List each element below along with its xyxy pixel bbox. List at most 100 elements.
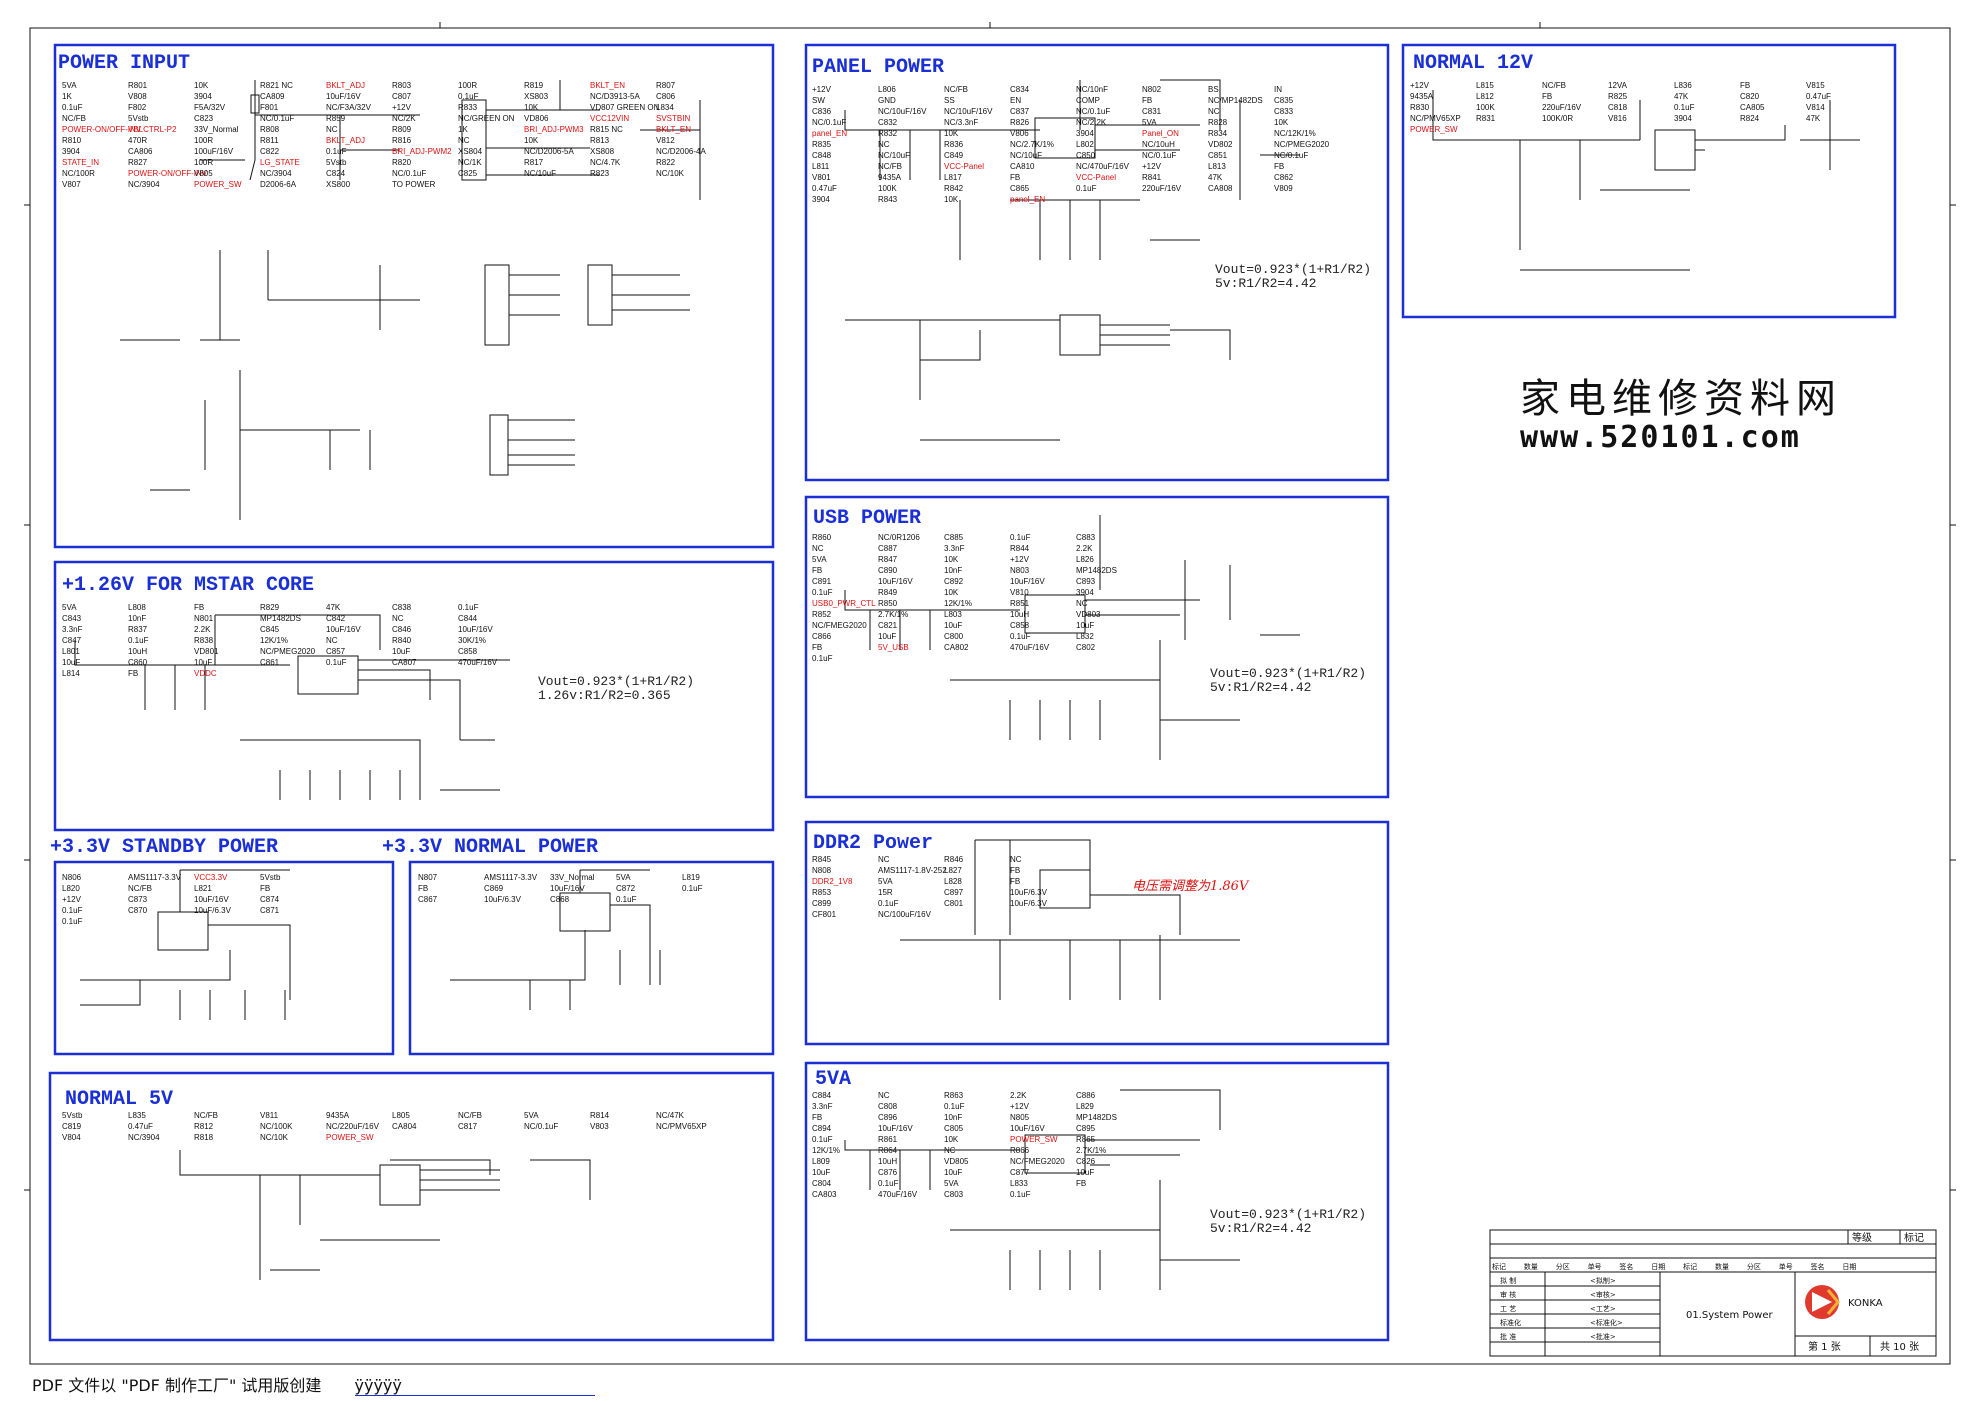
component-label: C887 [878,544,898,553]
component-label: F801 [260,103,279,112]
component-label: R810 [62,136,82,145]
component-label: NC/0.1uF [1274,151,1308,160]
tb-sheet-total: 共 10 张 [1880,1341,1919,1353]
component-label: C874 [260,895,280,904]
component-label: L821 [194,884,212,893]
component-label: NC/100R [62,169,95,178]
component-label: 5VA [62,603,77,612]
component-label: C821 [878,621,898,630]
circuit-normal-33 [450,869,661,1010]
ddr2-voltage-note: 电压需调整为1.86V [1132,879,1250,894]
component-label: 0.1uF [326,658,347,667]
component-label: FB [1542,92,1552,101]
component-label: CA808 [1208,184,1233,193]
component-label: 0.1uF [1010,1190,1031,1199]
component-label: NC/0R1206 [878,533,920,542]
component-label: 10uF/16V [194,895,229,904]
component-label: 30K/1% [458,636,486,645]
component-label: SW [812,96,825,105]
component-label: 0.1uF [616,895,637,904]
component-label: R814 [590,1111,610,1120]
component-label: R832 [878,129,898,138]
component-label: R803 [392,81,412,90]
title-block-roles: 拟 制<拟制>审 核<审核>工 艺<工艺>标准化<标准化>批 准<批准> [1500,1276,1623,1341]
component-label: 0.1uF [1010,632,1031,641]
component-label: 5Vstb [326,158,347,167]
component-label: 0.1uF [62,906,83,915]
tb-company: KONKA [1848,1298,1883,1309]
component-label: R865 [1076,1135,1096,1144]
component-label: R845 [812,855,832,864]
component-label: 10nF [944,1113,962,1122]
component-label: FB [812,566,822,575]
component-label: 3.3nF [944,544,965,553]
component-label: R850 [878,599,898,608]
component-label: C857 [326,647,346,656]
component-label: NC/F3A/32V [326,103,372,112]
component-label: C883 [1076,533,1096,542]
component-label: POWER_SW [326,1133,374,1142]
component-label: Panel_ON [1142,129,1179,138]
component-label: 10uF [878,632,896,641]
component-label: CA802 [944,643,969,652]
component-label: 0.47uF [812,184,837,193]
component-label: 470uF/16V [458,658,498,667]
component-label: IN [1274,85,1282,94]
tb-role-value: <拟制> [1590,1276,1616,1285]
component-label: C807 [392,92,412,101]
component-label: C820 [1740,92,1760,101]
component-label: NC/10uH [1142,140,1175,149]
component-label: C850 [1076,151,1096,160]
component-label: C818 [1608,103,1628,112]
component-label: 2.2K [1076,544,1093,553]
component-label: C877 [1010,1168,1030,1177]
component-label: NC/3904 [128,180,160,189]
component-label: 0.1uF [1010,533,1031,542]
component-label: 10uF [1076,1168,1094,1177]
component-label: V812 [656,136,675,145]
component-label: 0.47uF [1806,92,1831,101]
component-label: POWER_SW [1010,1135,1058,1144]
tb-role-value: <标准化> [1590,1318,1623,1327]
component-label: NC/100uF/16V [878,910,932,919]
component-label: NC [878,855,890,864]
tb-role-value: <批准> [1590,1332,1616,1341]
component-label: C806 [656,92,676,101]
component-label: R821 NC [260,81,293,90]
component-label: V808 [128,92,147,101]
circuit-panel-power [844,79,1300,441]
component-label: V806 [1010,129,1029,138]
component-label: VD807 GREEN ON [590,103,660,112]
normal-12v-title: NORMAL 12V [1413,52,1533,75]
component-label: POWER_SW [1410,125,1458,134]
component-label: R840 [392,636,412,645]
panel-power-formula: Vout=0.923*(1+R1/R2) [1215,262,1371,277]
component-label: VCC12VIN [590,114,629,123]
watermark-line2: www.520101.com [1520,420,1801,455]
component-label: FB [812,1113,822,1122]
tb-grade: 等级 [1852,1231,1872,1244]
component-label: 0.1uF [62,103,83,112]
footer-link[interactable]: ÿÿÿÿÿ [354,1376,595,1396]
component-label: NC/100K [260,1122,293,1131]
component-label: R863 [944,1091,964,1100]
component-label: R823 [590,169,610,178]
va5-formula: Vout=0.923*(1+R1/R2) [1210,1207,1366,1222]
component-label: NC [326,636,338,645]
usb-power-title: USB POWER [813,507,921,530]
component-label: 10uH [128,647,147,656]
component-label: R847 [878,555,898,564]
component-label: 1K [458,125,468,134]
component-label: FB [1010,866,1020,875]
component-label: NC [878,140,890,149]
tb-header-cell: 数量 [1524,1262,1538,1271]
component-label: 5V_USB [878,643,909,652]
component-label: NC [326,125,338,134]
component-label: BKLT_EN [590,81,625,90]
component-label: 220uF/16V [1542,103,1582,112]
component-label: 10K [944,195,959,204]
component-label: NC/470uF/16V [1076,162,1130,171]
component-label: 2.2K [194,625,211,634]
tb-header-cell: 分区 [1747,1262,1761,1271]
component-label: C832 [878,118,898,127]
